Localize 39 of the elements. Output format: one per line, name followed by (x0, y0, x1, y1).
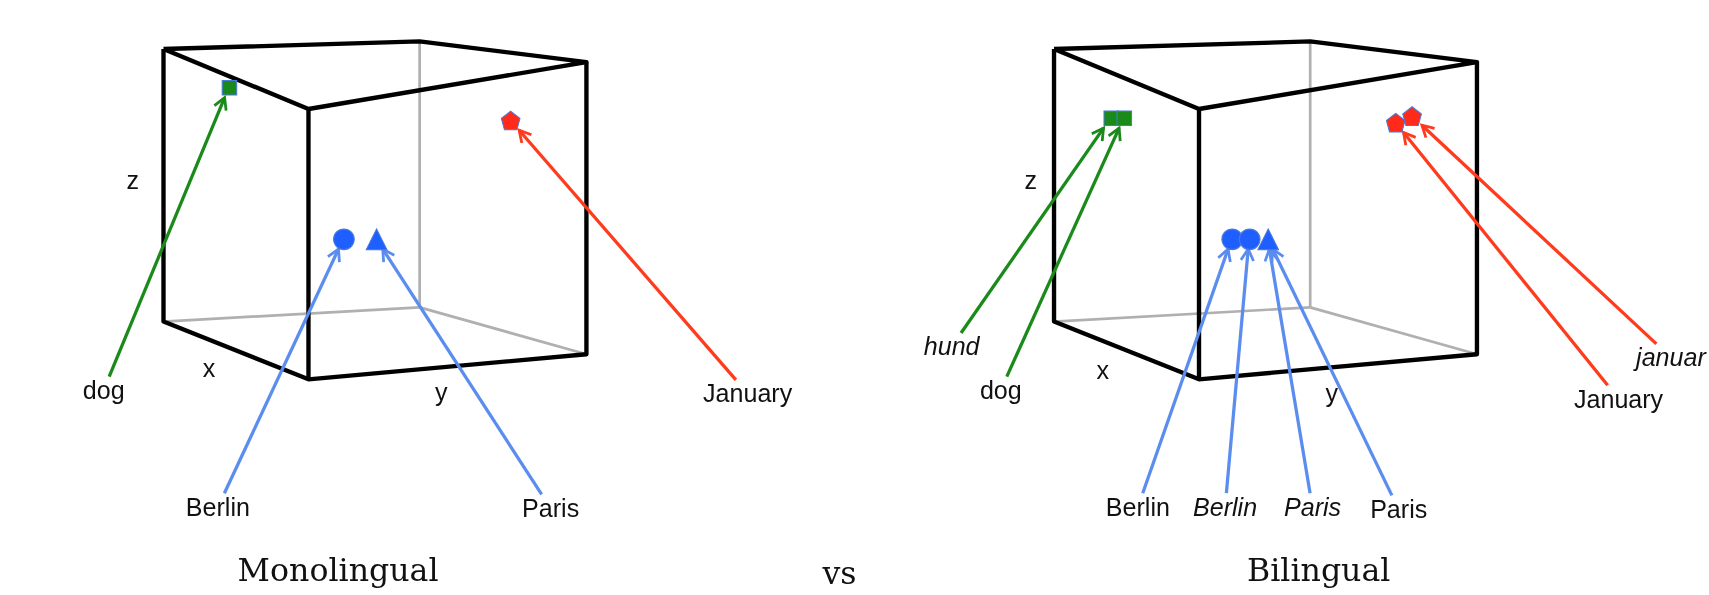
word-label: January (703, 379, 793, 408)
arrow (959, 126, 1105, 334)
circle-marker (1238, 228, 1260, 250)
arrow (381, 247, 543, 496)
triangle-marker (365, 228, 387, 250)
arrow (1141, 247, 1232, 494)
word-label: Berlin (1193, 493, 1258, 521)
panel-caption: Monolingual (237, 553, 439, 589)
pentagon-marker (1384, 111, 1406, 133)
circle-marker (1221, 228, 1243, 250)
axis-label: x (202, 354, 216, 383)
word-label: Paris (522, 494, 580, 522)
pentagon-marker (1401, 105, 1422, 126)
arrow (1420, 123, 1658, 346)
pentagon-marker (499, 109, 521, 131)
word-label: Berlin (185, 493, 250, 521)
arrow (222, 247, 341, 494)
arrow (517, 128, 738, 381)
axis-label: z (1024, 166, 1038, 194)
arrow (1402, 131, 1609, 387)
panel-caption: vs (822, 557, 857, 592)
word-label: dog (979, 376, 1022, 405)
word-label: January (1573, 385, 1664, 413)
arrow (1005, 126, 1122, 378)
axis-label: y (434, 378, 448, 407)
word-label: Paris (1370, 495, 1428, 523)
axis-label: z (126, 166, 139, 194)
word-label: hund (923, 333, 980, 361)
axis-label: x (1096, 357, 1110, 385)
word-label: Paris (1284, 493, 1342, 521)
word-label: dog (82, 376, 125, 405)
arrow (107, 96, 228, 378)
axis-label: y (1325, 379, 1338, 408)
panel-caption: Bilingual (1246, 553, 1391, 589)
arrow (1224, 247, 1255, 494)
word-label: Berlin (1105, 493, 1170, 521)
circle-marker (333, 228, 354, 250)
triangle-marker (1257, 228, 1279, 250)
square-marker (1113, 107, 1135, 129)
